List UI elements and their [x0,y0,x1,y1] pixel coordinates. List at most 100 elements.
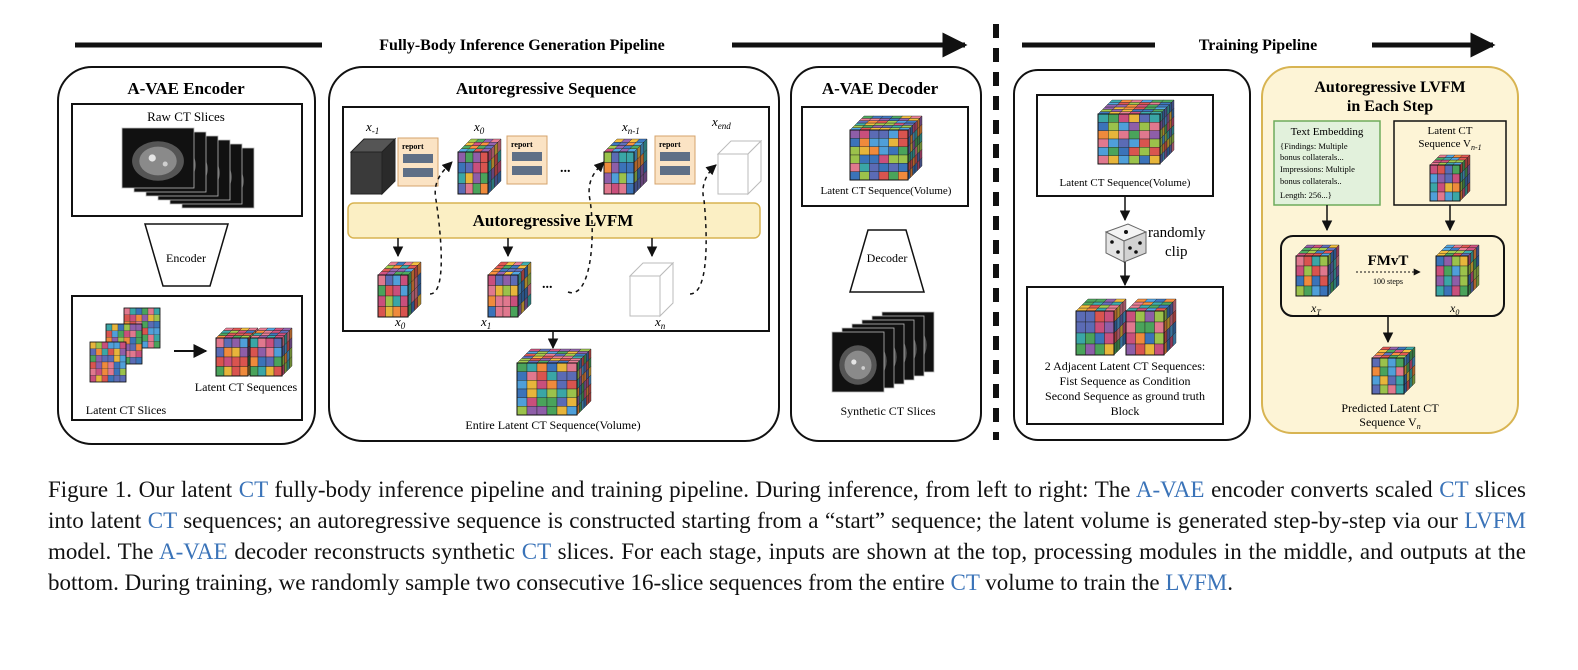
latent-cube [1429,154,1471,202]
acronym-link[interactable]: CT [1439,477,1469,502]
figure-caption: Figure 1. Our latent CT fully-body infer… [48,477,1527,595]
latent-cube [377,261,422,318]
text-embedding-title: Text Embedding [1291,126,1364,138]
latent-slices-image [89,307,161,383]
lvfm-step-title-2: in Each Step [1347,98,1433,115]
label-x0-top: x0 [473,119,485,136]
latent-cube [1371,346,1416,395]
acronym-link[interactable]: LVFM [1165,570,1228,595]
acronym-link[interactable]: LVFM [1464,508,1526,533]
text-embedding-line-2: bonus collaterals... [1280,152,1344,162]
latent-cube [1435,244,1480,297]
autoregressive-title: Autoregressive Sequence [456,79,637,98]
synthetic-ct-image [831,115,935,393]
text-embedding-line-4: bonus collaterals.. [1280,176,1342,186]
encoder-module: Encoder [144,223,229,287]
step-cubes [1295,154,1480,395]
label-xend-top: xend [711,114,731,131]
xt-label: xT [1310,301,1321,317]
latent-slice [89,341,127,383]
decoder-module: Decoder [849,229,925,293]
autoregressive-lvfm-bar: Autoregressive LVFM [347,202,761,239]
acronym-link[interactable]: CT [521,539,551,564]
latent-cube [457,138,502,195]
decoder-module-label: Decoder [867,251,908,265]
clip-label: clip [1165,244,1188,260]
label-x-start: x-1 [365,119,379,136]
acronym-link[interactable]: CT [147,508,177,533]
predicted-label-1: Predicted Latent CT [1341,401,1439,415]
label-xn-bottom: xn [654,314,666,331]
report-box-2: report [506,135,548,185]
latent-cube [1295,244,1340,297]
training-cubes [1075,99,1177,356]
autoregressive-panel: Autoregressive Sequence x-1 x0 xn-1 xend… [328,66,780,442]
decoder-panel: A-VAE Decoder Latent CT Sequence(Volume)… [790,66,982,442]
training-header: Training Pipeline [1022,32,1496,58]
lvfm-step-title-1: Autoregressive LVFM [1314,79,1465,96]
encoder-panel: A-VAE Encoder Raw CT Slices Encoder Late… [57,66,316,445]
training-desc-1: 2 Adjacent Latent CT Sequences: [1045,359,1205,373]
acronym-link[interactable]: CT [950,570,980,595]
latent-cube [249,327,293,377]
entire-volume-label: Entire Latent CT Sequence(Volume) [465,418,640,432]
report-label-1: report [402,142,424,151]
acronym-link[interactable]: A-VAE [158,539,228,564]
predicted-label-2: Sequence Vn [1359,415,1420,431]
training-title: Training Pipeline [1199,37,1317,54]
text-embedding-line-1: {Findings: Multiple [1280,141,1348,151]
end-cube-top [716,139,763,196]
training-desc-2: Fist Sequence as Condition [1060,374,1191,388]
latent-cube [849,115,923,181]
inference-title: Fully-Body Inference Generation Pipeline [379,37,664,54]
acronym-link[interactable]: A-VAE [1135,477,1205,502]
synthetic-ct-label: Synthetic CT Slices [840,404,935,418]
decoder-title: A-VAE Decoder [822,79,939,98]
latent-cube [1125,298,1177,356]
latent-cube [603,138,648,195]
lvfm-step-panel: Autoregressive LVFM in Each Step Text Em… [1261,66,1519,434]
decoder-input-label: Latent CT Sequence(Volume) [821,185,952,197]
report-box-3: report [654,135,696,185]
start-cube [349,137,397,196]
report-label-3: report [659,140,681,149]
latent-slices-label: Latent CT Slices [86,403,167,417]
latent-cube [1097,99,1175,165]
raw-ct-label: Raw CT Slices [147,109,225,124]
training-desc-3: Second Sequence as ground truth [1045,389,1205,403]
label-x1-bottom: x1 [480,314,491,331]
training-desc-4: Block [1111,404,1140,418]
latent-cube [516,348,592,416]
latent-cube [1075,298,1127,356]
encoder-module-label: Encoder [166,251,206,265]
fmvt-label: FMvT [1368,253,1409,269]
inference-header: Fully-Body Inference Generation Pipeline [75,32,968,58]
autoregressive-cubes [377,138,648,416]
latent-ct-title-2: Sequence Vn-1 [1418,138,1481,152]
x0-step-label: x0 [1449,301,1459,317]
ct-slice [121,127,195,189]
end-cube-bottom [628,261,675,318]
ellipsis-top: ... [560,161,571,176]
latent-cube [487,261,532,318]
encoder-title: A-VAE Encoder [127,79,245,98]
text-embedding-line-5: Length: 256...} [1280,190,1332,200]
text-embedding-line-3: Impressions: Multiple [1280,164,1355,174]
label-x0-bottom: x0 [394,314,406,331]
dice-icon [1104,223,1148,263]
acronym-link[interactable]: CT [238,477,268,502]
report-box-1: report [397,137,439,187]
training-panel: Latent CT Sequence(Volume) randomly clip… [1013,69,1251,441]
raw-ct-slices-image [121,127,255,209]
pipeline-diagram: Fully-Body Inference Generation Pipeline… [57,24,1519,445]
lvfm-bar-label: Autoregressive LVFM [473,211,634,230]
latent-ct-title-1: Latent CT [1428,125,1473,137]
ellipsis-bottom: ... [542,277,553,292]
latent-sequences-image [215,327,293,377]
latent-sequences-label: Latent CT Sequences [195,380,298,394]
label-xn1-top: xn-1 [621,119,640,136]
steps-label: 100 steps [1373,277,1403,286]
ct-slice [831,331,885,393]
randomly-label: randomly [1148,225,1206,241]
